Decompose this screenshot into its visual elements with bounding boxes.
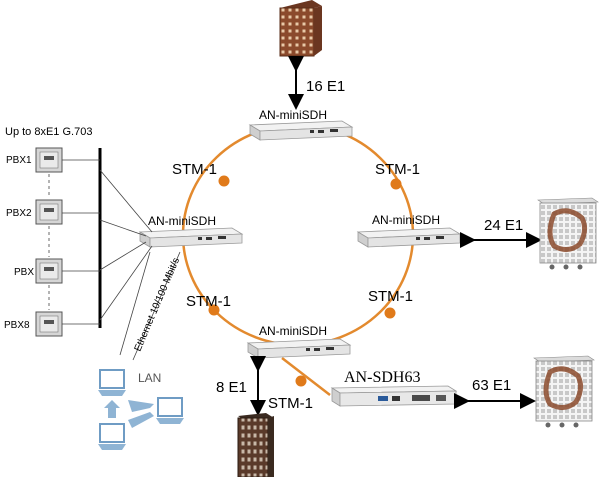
device-sdh63-label: AN-SDH63 xyxy=(344,369,420,386)
device-bottom-label: AN-miniSDH xyxy=(259,324,327,338)
ethernet-label: Ethernet 10/100 Mbit/s xyxy=(133,256,182,353)
pbx-label-3: PBX xyxy=(14,267,34,278)
link-bottom-label: 8 E1 xyxy=(216,379,247,396)
exchange-sdh63-icon xyxy=(533,355,595,428)
bus-link-2 xyxy=(99,219,147,237)
device-left[interactable] xyxy=(138,227,244,248)
ring-dot-bottom-right xyxy=(384,307,396,319)
bus-link-3 xyxy=(99,241,147,271)
device-right[interactable] xyxy=(356,227,462,248)
ethernet-line-2 xyxy=(132,251,181,361)
pbx-unit-1[interactable] xyxy=(35,147,100,173)
pbx-label-4: PBX8 xyxy=(4,320,30,331)
pbx-label-2: PBX2 xyxy=(6,208,32,219)
bus-link-1 xyxy=(99,169,153,233)
device-top-label: AN-miniSDH xyxy=(259,108,327,122)
bus-label: Up to 8xE1 G.703 xyxy=(5,126,92,138)
stm1-label-bottom-left: STM-1 xyxy=(186,293,231,310)
bus-link-4 xyxy=(99,245,153,321)
device-top[interactable] xyxy=(248,120,354,141)
device-left-label: AN-miniSDH xyxy=(148,214,216,228)
ethernet-line-1 xyxy=(119,251,151,356)
pbx-label-1: PBX1 xyxy=(6,155,32,166)
stm1-label-bottom-right: STM-1 xyxy=(368,288,413,305)
link-top-label: 16 E1 xyxy=(306,78,345,95)
ring-dot-sdh63 xyxy=(295,375,307,387)
device-bottom[interactable] xyxy=(246,338,352,359)
exchange-right-icon xyxy=(537,197,599,270)
building-bottom-icon xyxy=(237,413,274,477)
link-right-label: 24 E1 xyxy=(484,217,523,234)
lan-icon xyxy=(98,369,184,450)
lan-label: LAN xyxy=(138,371,161,385)
link-sdh63-label: 63 E1 xyxy=(472,377,511,394)
ring-dot-bottom-left xyxy=(208,304,220,316)
stm1-label-top-right: STM-1 xyxy=(375,161,420,178)
pbx-unit-4[interactable] xyxy=(35,311,100,337)
device-sdh63[interactable] xyxy=(330,385,458,407)
building-top-icon xyxy=(279,0,322,57)
pbx-unit-2[interactable] xyxy=(35,199,100,225)
ring-dot-top-left xyxy=(218,175,230,187)
stm1-label-top-left: STM-1 xyxy=(172,161,217,178)
device-right-label: AN-miniSDH xyxy=(372,213,440,227)
ring-dot-top-right xyxy=(390,178,402,190)
stm1-label-sdh63: STM-1 xyxy=(268,395,313,412)
pbx-unit-3[interactable] xyxy=(35,258,100,284)
stm1-link-sdh63 xyxy=(281,357,331,396)
